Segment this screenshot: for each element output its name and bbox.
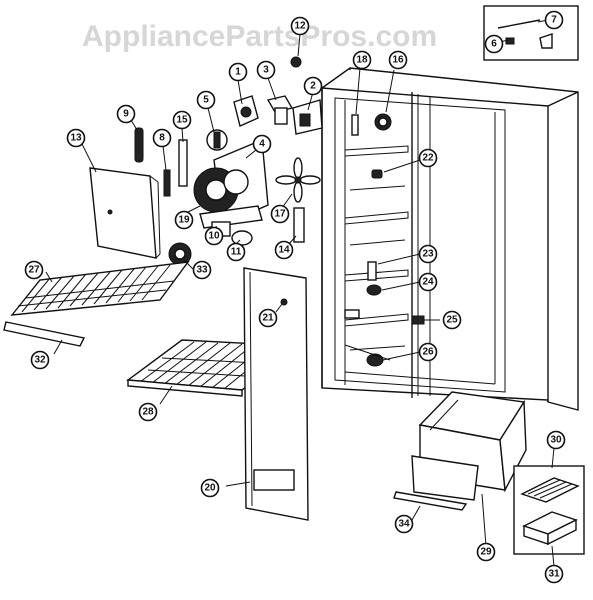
svg-text:2: 2	[310, 81, 316, 92]
control-components	[134, 56, 323, 266]
svg-text:31: 31	[548, 569, 560, 580]
cabinet-parts	[344, 113, 425, 367]
callout-6: 6	[484, 34, 504, 54]
callout-23: 23	[418, 244, 438, 264]
callout-4: 4	[252, 134, 272, 154]
callout-29: 29	[476, 542, 496, 562]
svg-text:5: 5	[203, 95, 209, 106]
callout-15: 15	[172, 110, 192, 130]
callout-8: 8	[152, 128, 172, 148]
callout-16: 16	[388, 50, 408, 70]
callout-14: 14	[274, 240, 294, 260]
callout-labels: 1 2 3 4 5 6 7 8 9 10 11 12 13 14 15 16 1…	[24, 10, 566, 584]
callout-28: 28	[138, 402, 158, 422]
callout-24: 24	[418, 272, 438, 292]
callout-7: 7	[544, 10, 564, 30]
callout-25: 25	[442, 310, 462, 330]
callout-2: 2	[303, 76, 323, 96]
callout-20: 20	[200, 478, 220, 498]
svg-text:21: 21	[262, 313, 274, 324]
svg-text:29: 29	[480, 547, 492, 558]
crisper-bin	[411, 391, 527, 501]
callout-17: 17	[270, 204, 290, 224]
svg-text:9: 9	[123, 109, 129, 120]
svg-text:11: 11	[231, 247, 242, 258]
svg-text:12: 12	[294, 21, 306, 32]
svg-text:22: 22	[422, 153, 434, 164]
svg-text:1: 1	[235, 67, 241, 78]
callout-18: 18	[352, 50, 372, 70]
svg-text:27: 27	[28, 265, 40, 276]
svg-text:10: 10	[208, 231, 220, 242]
callout-22: 22	[418, 148, 438, 168]
svg-text:4: 4	[259, 139, 265, 150]
svg-text:23: 23	[422, 249, 434, 260]
svg-text:32: 32	[34, 355, 46, 366]
callout-10: 10	[204, 226, 224, 246]
callout-12: 12	[290, 16, 310, 36]
shelf-trim-32	[3, 321, 86, 347]
callout-34: 34	[394, 514, 414, 534]
callout-3: 3	[256, 60, 276, 80]
svg-text:24: 24	[422, 277, 434, 288]
svg-text:7: 7	[551, 15, 557, 26]
evaporator-cover-panel	[89, 167, 161, 259]
svg-text:19: 19	[178, 215, 190, 226]
svg-text:8: 8	[159, 133, 165, 144]
callout-21: 21	[258, 308, 278, 328]
svg-text:3: 3	[263, 65, 269, 76]
callout-5: 5	[196, 90, 216, 110]
callout-11: 11	[226, 242, 246, 262]
svg-text:26: 26	[422, 347, 434, 358]
svg-text:33: 33	[196, 265, 208, 276]
callout-33: 33	[192, 260, 212, 280]
svg-text:20: 20	[204, 483, 216, 494]
callout-30: 30	[546, 430, 566, 450]
callout-31: 31	[544, 564, 564, 584]
door-liner-panel	[243, 267, 309, 521]
svg-text:16: 16	[392, 55, 404, 66]
svg-text:18: 18	[356, 55, 368, 66]
refrigerator-cabinet	[321, 67, 579, 411]
callout-1: 1	[228, 62, 248, 82]
callout-26: 26	[418, 342, 438, 362]
svg-text:15: 15	[176, 115, 188, 126]
watermark-text: AppliancePartsPros.com	[82, 20, 437, 53]
svg-text:30: 30	[550, 435, 562, 446]
svg-text:6: 6	[491, 39, 497, 50]
bottom-trim-strip	[393, 491, 468, 511]
callout-13: 13	[66, 128, 86, 148]
ice-tray-inset	[513, 465, 585, 555]
svg-text:34: 34	[398, 519, 410, 530]
svg-text:14: 14	[278, 245, 290, 256]
svg-text:28: 28	[142, 407, 154, 418]
callout-9: 9	[116, 104, 136, 124]
wire-shelf-27	[10, 261, 190, 316]
svg-text:25: 25	[446, 315, 458, 326]
svg-text:13: 13	[70, 133, 82, 144]
callout-32: 32	[30, 350, 50, 370]
callout-27: 27	[24, 260, 44, 280]
callout-19: 19	[174, 210, 194, 230]
svg-text:17: 17	[274, 209, 286, 220]
